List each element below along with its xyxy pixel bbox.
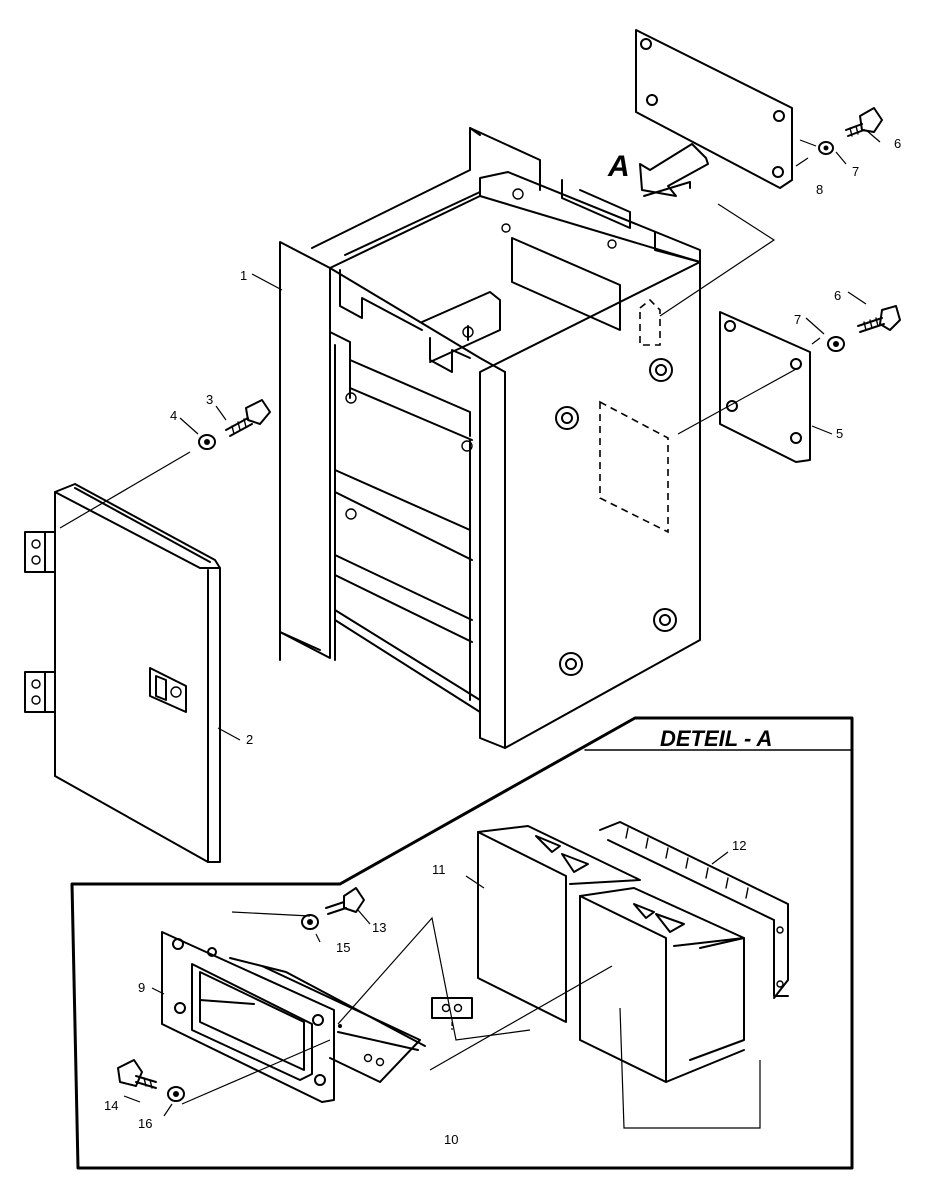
detail-a-frame: DETEIL - A bbox=[70, 716, 854, 1170]
callout-numbers: 1 2 3 4 5 6 6 7 7 8 9 10 11 12 13 14 15 … bbox=[104, 136, 901, 1147]
assembly-lines bbox=[59, 129, 881, 741]
bolt-6-top bbox=[845, 107, 883, 137]
callout-6-side: 6 bbox=[834, 288, 841, 303]
callout-12: 12 bbox=[732, 838, 746, 853]
washer-7-top bbox=[818, 141, 834, 155]
washer-16 bbox=[167, 1086, 185, 1102]
duct-10 bbox=[229, 957, 473, 1083]
callout-11: 11 bbox=[432, 862, 446, 877]
detail-title: DETEIL - A bbox=[660, 726, 772, 751]
bolt-14 bbox=[117, 1059, 157, 1089]
cover-plate-8 bbox=[635, 29, 793, 189]
view-label: A bbox=[607, 150, 630, 183]
callout-6-top: 6 bbox=[894, 136, 901, 151]
detail-leader-lines bbox=[123, 851, 761, 1129]
callout-16: 16 bbox=[138, 1116, 152, 1131]
callout-15: 15 bbox=[336, 940, 350, 955]
callout-9: 9 bbox=[138, 980, 145, 995]
callout-10: 10 bbox=[444, 1132, 458, 1147]
callout-2: 2 bbox=[246, 732, 253, 747]
callout-1: 1 bbox=[240, 268, 247, 283]
duct-box-11 bbox=[477, 825, 745, 1083]
callout-8: 8 bbox=[816, 182, 823, 197]
cabinet-door bbox=[24, 483, 221, 863]
washer-15 bbox=[301, 914, 319, 930]
bolt-3 bbox=[225, 399, 271, 437]
view-arrow-a: A bbox=[607, 143, 709, 197]
callout-4: 4 bbox=[170, 408, 177, 423]
callout-5: 5 bbox=[836, 426, 843, 441]
callout-7-side: 7 bbox=[794, 312, 801, 327]
callout-14: 14 bbox=[104, 1098, 118, 1113]
washer-4 bbox=[198, 434, 216, 450]
cover-plate-5 bbox=[719, 311, 811, 463]
cabinet-frame bbox=[279, 127, 701, 749]
callout-13: 13 bbox=[372, 920, 386, 935]
gasket-12 bbox=[599, 821, 789, 999]
flange-9 bbox=[161, 931, 335, 1103]
bolt-6-side bbox=[857, 305, 901, 333]
bolt-13 bbox=[325, 887, 365, 915]
callout-3: 3 bbox=[206, 392, 213, 407]
callout-7-top: 7 bbox=[852, 164, 859, 179]
washer-7-side bbox=[827, 336, 845, 352]
